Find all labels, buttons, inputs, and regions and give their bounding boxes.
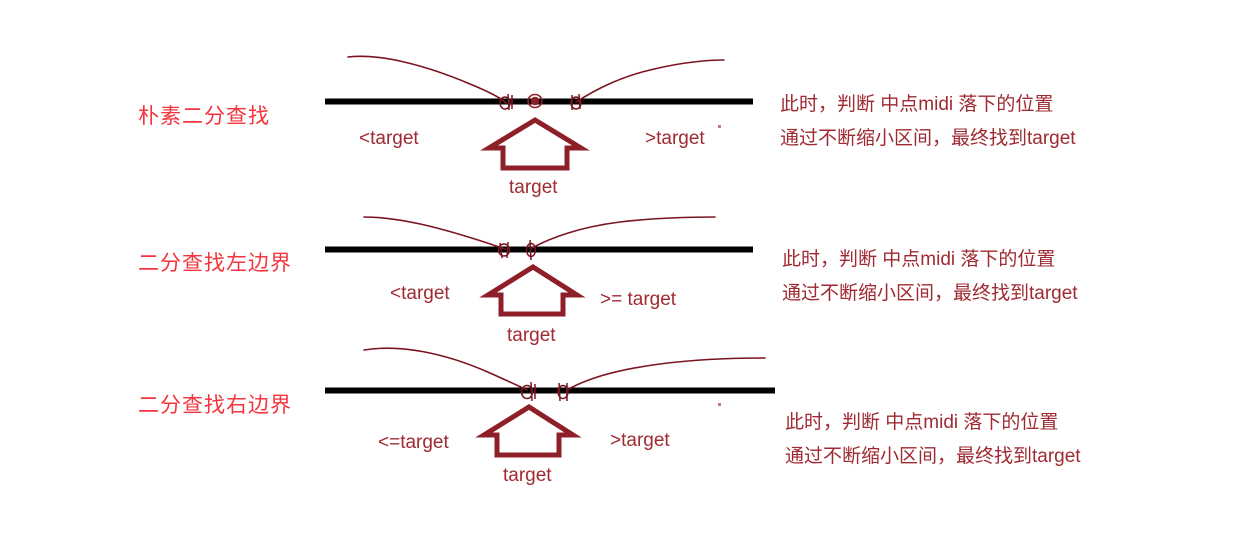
note-line-2: 通过不断缩小区间，最终找到target (782, 283, 1078, 304)
tick-scribble-left (499, 93, 513, 111)
ink-speck (718, 403, 721, 406)
pointer-curve-left (347, 55, 507, 104)
left-region-label-right-bound: <=target (378, 432, 449, 453)
note-block-left-bound: 此时，判断 中点midi 落下的位置 通过不断缩小区间，最终找到target (782, 243, 1078, 311)
note-line-1: 此时，判断 中点midi 落下的位置 (782, 249, 1056, 270)
left-region-label-left-bound: <target (390, 283, 450, 304)
up-arrow-icon (480, 117, 590, 171)
note-block-naive: 此时，判断 中点midi 落下的位置 通过不断缩小区间，最终找到target (780, 88, 1076, 156)
tick-scribble-right (557, 382, 569, 402)
row-title-naive-binary-search: 朴素二分查找 (138, 105, 270, 128)
target-label-naive: target (509, 177, 558, 198)
right-region-label-left-bound: >= target (600, 289, 677, 310)
up-arrow-icon (475, 404, 582, 458)
tick-scribble-right (570, 93, 582, 110)
note-line-1: 此时，判断 中点midi 落下的位置 (780, 94, 1054, 115)
target-label-left-bound: target (507, 325, 556, 346)
note-line-1: 此时，判断 中点midi 落下的位置 (785, 412, 1059, 433)
diagram-row-binary-search-left-bound: 二分查找左边界 <target >= target target 此时，判断 中… (0, 150, 1253, 346)
left-region-label-naive: <target (359, 128, 419, 149)
up-arrow-icon (479, 264, 586, 317)
pointer-curve-left (363, 216, 506, 250)
pointer-curve-right (575, 59, 725, 103)
right-region-label-right-bound: >target (610, 430, 670, 451)
ink-speck (718, 125, 721, 128)
tick-scribble-right (525, 239, 537, 261)
axis-and-curve-right-bound (325, 347, 775, 458)
tick-scribble-left (497, 241, 511, 259)
note-block-right-bound: 此时，判断 中点midi 落下的位置 通过不断缩小区间，最终找到target (785, 406, 1081, 474)
row-title-binary-search-right-bound: 二分查找右边界 (138, 394, 292, 417)
pointer-curve-right (531, 216, 716, 249)
tick-scribble-mid (527, 93, 543, 109)
pointer-curve-right (566, 357, 766, 391)
right-region-label-naive: >target (645, 128, 705, 149)
axis-and-curve-left-bound (325, 216, 753, 317)
target-label-right-bound: target (503, 465, 552, 486)
diagram-row-binary-search-right-bound: 二分查找右边界 <=target >target target 此时，判断 中点… (0, 295, 1253, 495)
tick-scribble-left (520, 381, 536, 402)
note-line-2: 通过不断缩小区间，最终找到target (780, 128, 1076, 149)
diagram-row-naive-binary-search: 朴素二分查找 <target >targ (0, 0, 1253, 200)
row-title-binary-search-left-bound: 二分查找左边界 (138, 252, 292, 275)
pointer-curve-left (363, 347, 528, 391)
note-line-2: 通过不断缩小区间，最终找到target (785, 446, 1081, 467)
axis-and-curve-naive (325, 55, 753, 171)
